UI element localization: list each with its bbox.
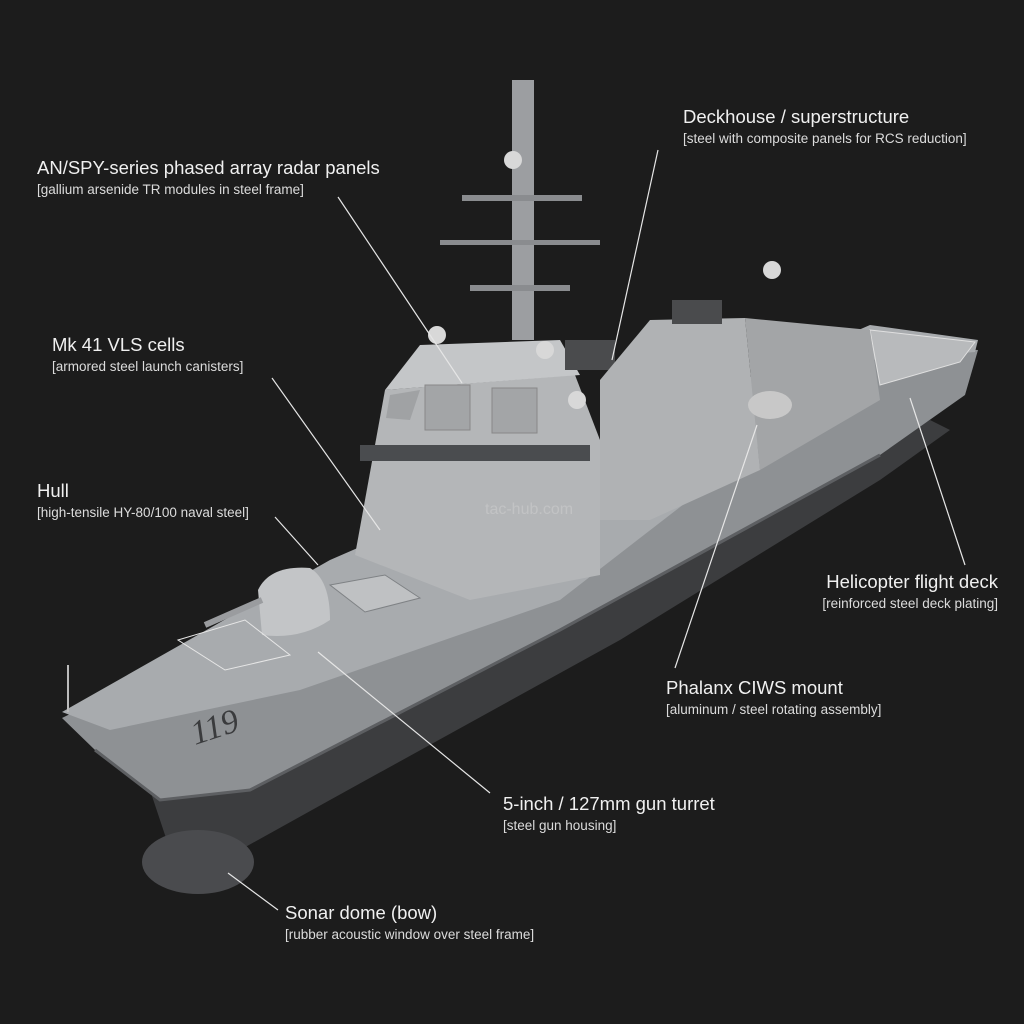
callout-detail: [rubber acoustic window over steel frame… — [285, 927, 535, 942]
callout-flight-deck: Helicopter flight deck [reinforced steel… — [822, 571, 998, 613]
callout-detail: [steel with composite panels for RCS red… — [683, 131, 967, 146]
callout-detail: [reinforced steel deck plating] — [822, 596, 998, 611]
helicopter-flight-deck — [869, 329, 976, 386]
leader-ciws — [674, 424, 758, 669]
leader-vls — [271, 377, 381, 531]
callout-title: 5-inch / 127mm gun turret — [503, 793, 715, 814]
callout-detail: [steel gun housing] — [503, 818, 617, 833]
forward-deckhouse — [355, 375, 600, 600]
phalanx-ciws — [748, 391, 792, 419]
callout-gun: 5-inch / 127mm gun turret [steel gun hou… — [503, 793, 715, 835]
watermark: tac-hub.com — [485, 501, 574, 518]
callout-detail: [armored steel launch canisters] — [52, 359, 244, 374]
callout-title: Phalanx CIWS mount — [666, 677, 843, 698]
callout-ciws: Phalanx CIWS mount [aluminum / steel rot… — [666, 677, 881, 719]
callout-title: Helicopter flight deck — [826, 571, 998, 592]
leader-flight-deck — [909, 397, 966, 566]
leader-sonar — [227, 872, 279, 911]
aft-deckhouse — [600, 318, 760, 520]
callout-vls: Mk 41 VLS cells [armored steel launch ca… — [52, 334, 243, 376]
leader-hull — [274, 516, 319, 566]
callout-hull: Hull [high-tensile HY-80/100 naval steel… — [37, 480, 249, 522]
sonar-dome — [142, 830, 254, 894]
callout-title: Hull — [37, 480, 69, 501]
callout-detail: [aluminum / steel rotating assembly] — [666, 702, 882, 717]
leader-gun — [317, 651, 491, 794]
vls-cells — [328, 574, 422, 613]
leader-radar — [337, 196, 463, 384]
callout-title: Deckhouse / superstructure — [683, 106, 910, 127]
leader-deckhouse — [611, 149, 659, 361]
callout-radar: AN/SPY-series phased array radar panels … — [37, 157, 380, 199]
callout-title: Mk 41 VLS cells — [52, 334, 185, 355]
callout-sonar: Sonar dome (bow) [rubber acoustic window… — [285, 902, 534, 944]
callout-title: Sonar dome (bow) — [285, 902, 438, 923]
gun-turret — [258, 567, 330, 636]
callout-detail: [high-tensile HY-80/100 naval steel] — [37, 505, 249, 520]
mast — [512, 80, 534, 340]
callout-deckhouse: Deckhouse / superstructure [steel with c… — [683, 106, 967, 148]
callout-detail: [gallium arsenide TR modules in steel fr… — [37, 182, 304, 197]
callout-title: AN/SPY-series phased array radar panels — [37, 157, 380, 178]
